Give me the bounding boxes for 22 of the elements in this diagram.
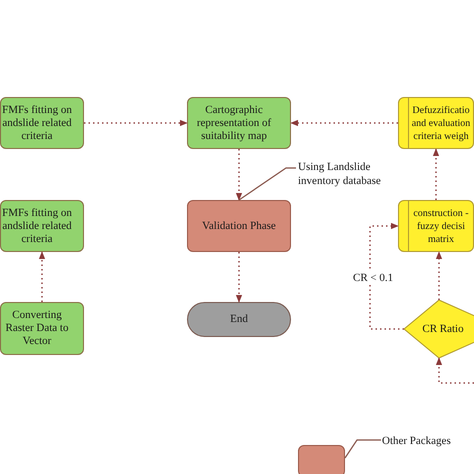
process-box: Validation Phase: [187, 200, 291, 252]
dotted-arrow: [236, 252, 242, 303]
dotted-arrow: [436, 251, 442, 300]
process-box: Defuzzificatio and evaluation criteria weigh: [398, 97, 474, 149]
dotted-arrow: [236, 149, 242, 201]
dotted-arrow: [290, 120, 398, 126]
dotted-arrow: [369, 222, 404, 330]
dotted-arrow: [436, 357, 474, 384]
dotted-arrow: [432, 148, 440, 200]
process-box: construction - fuzzy decisi matrix: [398, 200, 474, 252]
annotation-text: Using Landslide inventory database: [298, 160, 410, 188]
terminal-pill: End: [187, 302, 291, 337]
process-box: Cartographic representation of suitability map: [187, 97, 291, 149]
dotted-arrow: [84, 120, 188, 126]
process-box: FMFs fitting on andslide related criteria: [0, 97, 84, 149]
leader-line: [238, 167, 296, 200]
decision-label: CR Ratio: [421, 322, 464, 337]
legend-label: Other Packages: [382, 434, 451, 449]
edge-label: CR < 0.1: [353, 270, 394, 284]
dotted-arrow: [38, 251, 46, 302]
process-box: FMFs fitting on andslide related criteria: [0, 200, 84, 252]
process-box: Converting Raster Data to Vector: [0, 302, 84, 355]
